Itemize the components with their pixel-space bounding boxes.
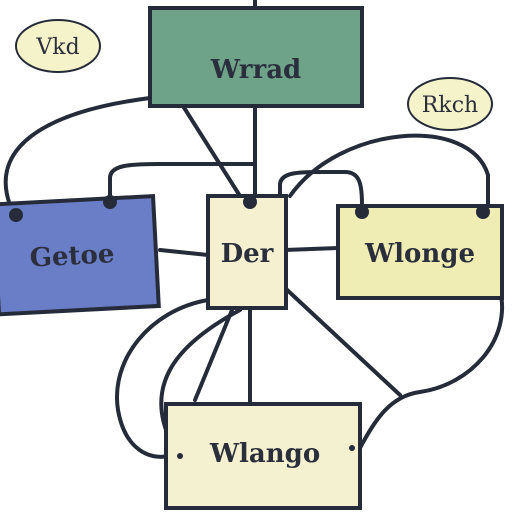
edge-left-center [160, 250, 208, 255]
node-top-label: Wrrad [210, 55, 301, 85]
edge-center-right-arc [280, 172, 362, 205]
node-left-connector-b [103, 195, 117, 209]
node-right-connector-a [355, 205, 369, 219]
bubble-top-right-label: Rkch [422, 93, 478, 118]
node-right: Wlonge [338, 206, 502, 298]
edge-center-diagonal-right [285, 288, 400, 395]
bubble-top-left-label: Vkd [35, 35, 79, 60]
node-center: Der [208, 196, 286, 308]
node-center-label: Der [221, 239, 274, 269]
edge-left-loop [6, 98, 150, 205]
node-right-label: Wlonge [364, 239, 475, 269]
node-center-connector [243, 195, 257, 209]
node-bottom-connector-b [349, 445, 355, 451]
node-right-connector-b [476, 205, 490, 219]
node-top: Wrrad [150, 8, 362, 106]
edge-right-bottom-loop [360, 290, 502, 448]
edge-center-diagonal-left [195, 310, 232, 400]
node-left-label: Getoe [29, 239, 115, 273]
bubble-top-left: Vkd [16, 20, 100, 72]
node-bottom-connector-a [177, 453, 183, 459]
edge-center-right [285, 248, 338, 250]
bubble-top-right: Rkch [408, 78, 492, 130]
node-bottom: Wlango [166, 404, 360, 508]
node-left-connector-a [9, 208, 23, 222]
node-bottom-label: Wlango [209, 439, 320, 469]
node-left: Getoe [0, 196, 159, 314]
edge-top-diagonal [183, 106, 240, 196]
